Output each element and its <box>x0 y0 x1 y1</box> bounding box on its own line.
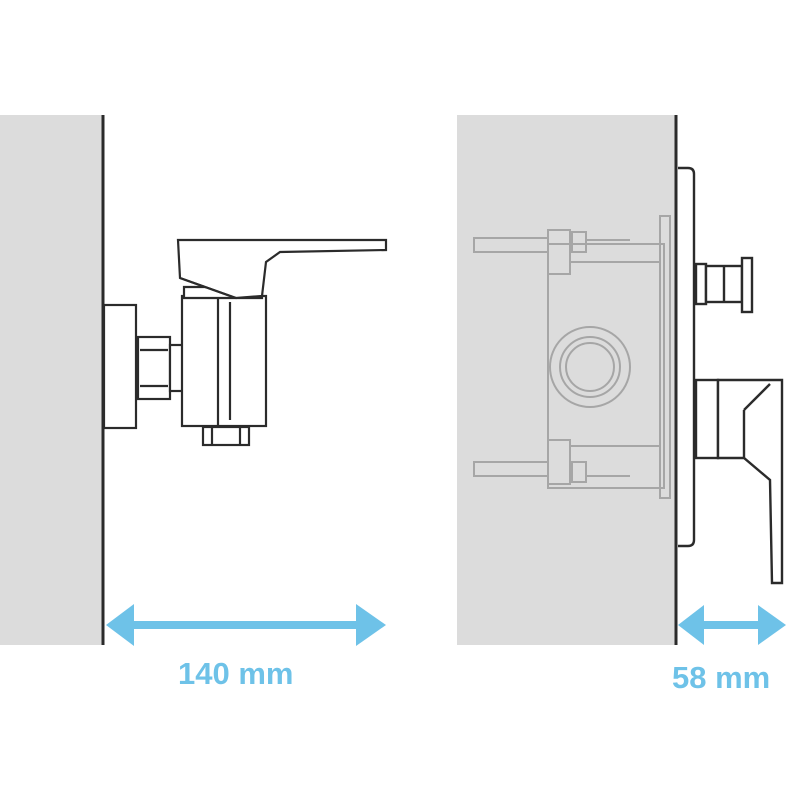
concealed-mixer-panel <box>457 115 786 645</box>
wall-right <box>457 115 676 645</box>
cover-plate <box>678 166 696 548</box>
dimension-label-140mm: 140 mm <box>178 656 294 691</box>
concealed-mixer-trim <box>678 166 784 585</box>
dimension-arrow-left <box>106 604 386 646</box>
connector-nut <box>136 335 172 401</box>
lever-base <box>694 378 720 460</box>
mixer-body <box>180 294 268 428</box>
wall-left <box>0 115 103 645</box>
lever-handle-concealed <box>716 378 784 585</box>
outlet-spout <box>201 425 251 447</box>
exposed-mixer-panel <box>0 115 388 646</box>
dimension-label-58mm: 58 mm <box>672 660 771 695</box>
dimension-arrow-right <box>678 605 786 645</box>
diverter-stem <box>694 262 708 306</box>
exposed-mixer <box>102 238 388 447</box>
wall-flange <box>102 303 138 430</box>
in-wall-box <box>473 215 671 499</box>
